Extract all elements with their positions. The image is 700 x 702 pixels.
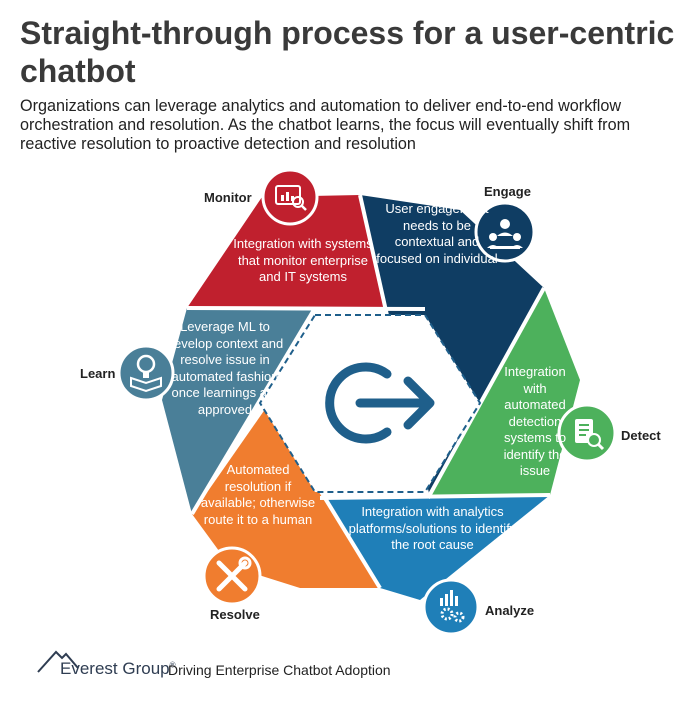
gears-chart-icon — [422, 578, 480, 636]
stage-label-resolve: Resolve — [210, 607, 260, 622]
brand-name: Everest Group® — [60, 659, 176, 679]
segment-text-monitor: Integration with systems that monitor en… — [233, 236, 373, 284]
footer-tagline: Driving Enterprise Chatbot Adoption — [168, 662, 391, 678]
brand-text: Everest Group — [60, 659, 170, 678]
segment-resolve — [192, 405, 380, 588]
center-hexagon-dashed-border — [258, 314, 482, 493]
registered-mark: ® — [169, 660, 176, 670]
search-document-icon — [557, 403, 617, 463]
segment-learn — [162, 308, 315, 514]
segment-text-detect: Integration with automated detection sys… — [503, 364, 567, 478]
stage-label-detect: Detect — [621, 428, 661, 443]
segment-text-analyze: Integration with analytics platforms/sol… — [348, 504, 517, 552]
stage-label-engage: Engage — [484, 184, 531, 199]
segment-text-resolve: Automated resolution if available; other… — [200, 462, 316, 527]
segment-analyze — [320, 495, 550, 600]
users-icon — [474, 201, 536, 263]
arrow-exit-icon — [325, 362, 435, 444]
tools-icon — [202, 546, 262, 606]
segment-text-engage: User engagement needs to be contextual a… — [376, 201, 498, 266]
page-subtitle: Organizations can leverage analytics and… — [20, 97, 631, 153]
segment-engage — [360, 195, 544, 498]
segment-detect — [428, 288, 580, 498]
segment-text-learn: Leverage ML to develop context and resol… — [166, 319, 284, 417]
stage-label-monitor: Monitor — [204, 190, 252, 205]
stage-label-learn: Learn — [80, 366, 116, 381]
everest-mountain-logo — [37, 650, 79, 673]
dashboard-icon — [261, 168, 319, 226]
page-title: Straight-through process for a user-cent… — [20, 15, 675, 89]
lightbulb-book-icon — [117, 344, 175, 402]
segment-dividers — [186, 194, 551, 590]
stage-label-analyze: Analyze — [485, 603, 535, 618]
